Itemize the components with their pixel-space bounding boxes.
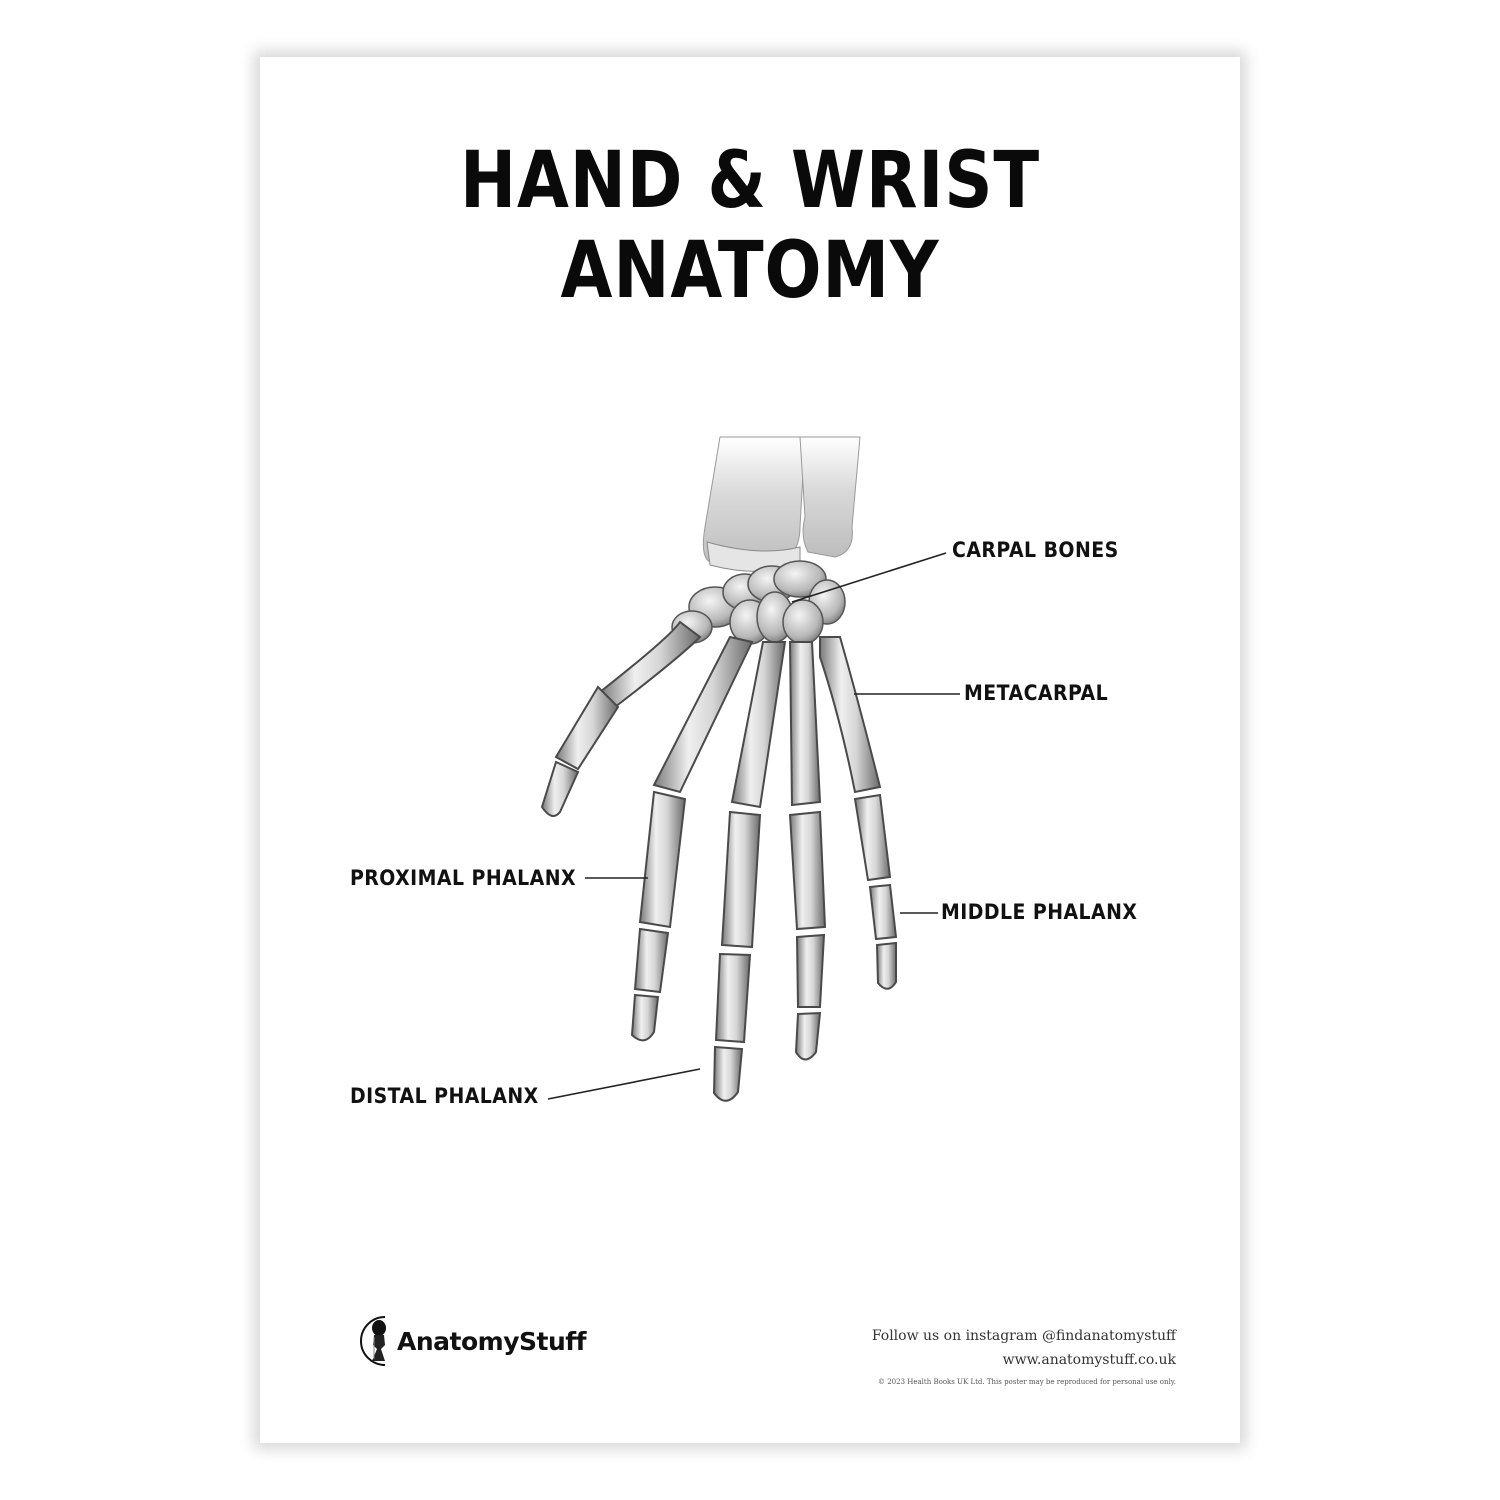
poster: HAND & WRIST ANATOMY [260, 57, 1240, 1443]
carpal-bones [671, 560, 846, 645]
thumb-bones [540, 620, 702, 817]
label-proximal-phalanx: PROXIMAL PHALANX [350, 866, 577, 890]
index-finger-bones [630, 635, 754, 1042]
brand-name: AnatomyStuff [397, 1326, 587, 1356]
leader-line-carpal-bones [791, 552, 947, 603]
brand-logo[interactable]: AnatomyStuff [355, 1310, 587, 1372]
label-middle-phalanx: MIDDLE PHALANX [941, 900, 1138, 924]
middle-finger-bones [712, 641, 787, 1102]
label-metacarpal: METACARPAL [964, 681, 1109, 705]
poster-title-line1: HAND & WRIST [459, 136, 1041, 226]
leader-line-distal-phalanx [547, 1068, 701, 1100]
hand-skeleton-illustration [540, 436, 960, 1102]
label-carpal-bones: CARPAL BONES [952, 538, 1119, 562]
footer: Follow us on instagram @findanatomystuff… [872, 1324, 1176, 1392]
leader-lines [547, 552, 960, 1100]
ring-finger-bones [788, 641, 827, 1061]
forearm-bones [702, 436, 861, 572]
anatomy-figure-circle-icon [360, 1316, 386, 1366]
instagram-text: Follow us on instagram @findanatomystuff [871, 1328, 1176, 1344]
little-finger-bones [819, 636, 898, 990]
copyright-text: © 2023 Health Books UK Ltd. This poster … [877, 1378, 1176, 1386]
website-link[interactable]: www.anatomystuff.co.uk [1002, 1352, 1176, 1368]
label-distal-phalanx: DISTAL PHALANX [350, 1084, 539, 1108]
poster-title-line2: ANATOMY [560, 226, 940, 316]
